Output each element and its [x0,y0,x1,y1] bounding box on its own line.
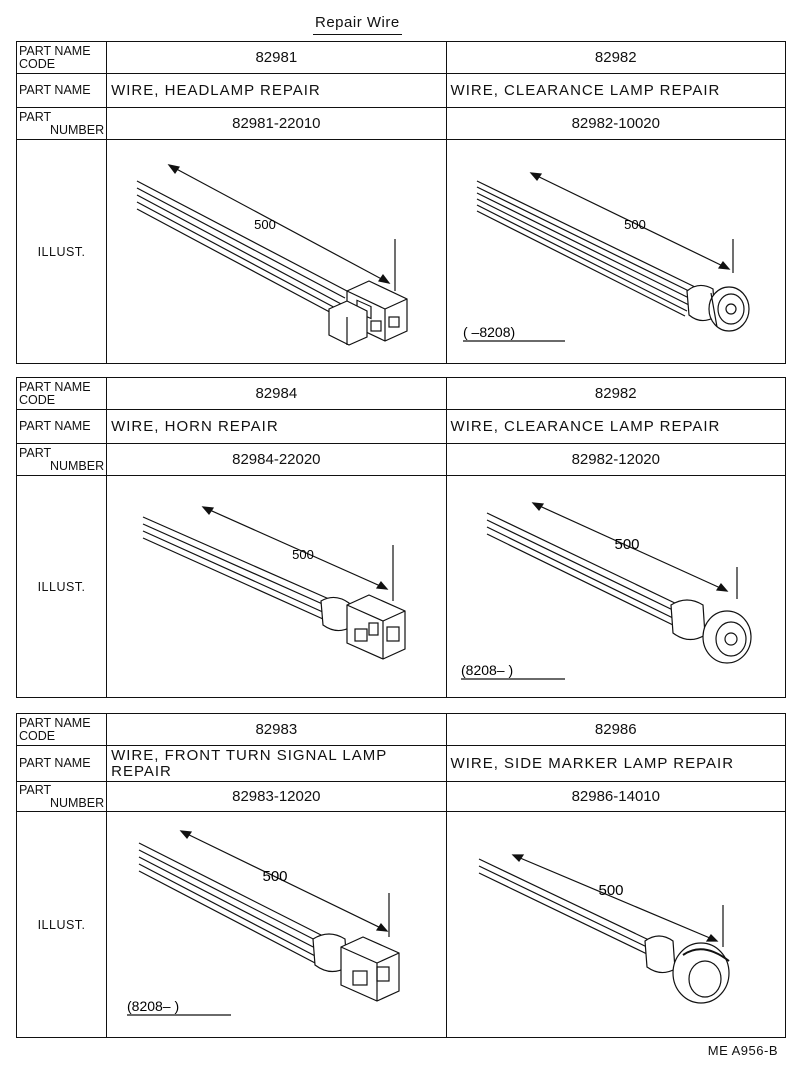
label-part-name: PART NAME [15,409,108,444]
part-code: 82982 [445,41,787,74]
dimension-line [530,171,729,270]
dimension-line [168,163,390,284]
part-number: 82982-12020 [445,443,787,476]
serial-note: (8208– ) [127,998,179,1014]
part-number: 82982-10020 [445,107,787,140]
part-code: 82986 [445,713,787,746]
dimension-label: 500 [263,868,288,885]
part-name: WIRE, HORN REPAIR [106,409,447,444]
round-socket-drawing: 500 ( –8208) [462,171,750,342]
dimension-line [532,501,727,592]
dimension-line [202,505,388,590]
part-number: 82984-22020 [106,443,447,476]
label-part-name: PART NAME [15,73,108,108]
dimension-line [512,853,717,942]
dimension-label: 500 [614,536,639,553]
turn-signal-connector-drawing: 500 (8208– ) [127,829,400,1016]
dimension-label: 500 [624,217,646,232]
serial-note: ( –8208) [463,324,515,340]
serial-note: (8208– ) [461,662,513,678]
illustration-clearance-lamp-wire: 500 (8208– ) [445,475,787,698]
dimension-label: 500 [292,547,314,562]
part-name: WIRE, CLEARANCE LAMP REPAIR [445,409,787,444]
part-code: 82984 [106,377,447,410]
dimension-label: 500 [598,882,623,899]
part-number: 82983-12020 [106,781,447,812]
label-part-name: PART NAME [15,745,108,782]
document-code: ME A956-B [707,1043,778,1058]
illustration-turn-signal-wire: 500 (8208– ) [106,811,447,1038]
illustration-horn-wire: 500 [106,475,447,698]
dimension-label: 500 [254,217,276,232]
label-illust: ILLUST. [15,139,108,364]
part-number: 82986-14010 [445,781,787,812]
part-name: WIRE, HEADLAMP REPAIR [106,73,447,108]
part-number: 82981-22010 [106,107,447,140]
illustration-headlamp-wire: 500 [106,139,447,364]
label-illust: ILLUST. [15,811,108,1038]
page-title: Repair Wire [313,14,402,35]
illustration-side-marker-wire: 500 [445,811,787,1038]
label-illust: ILLUST. [15,475,108,698]
part-name: WIRE, SIDE MARKER LAMP REPAIR [445,745,787,782]
part-code: 82981 [106,41,447,74]
part-code: 82982 [445,377,787,410]
headlamp-connector-drawing: 500 [136,163,408,346]
round-socket-drawing: 500 (8208– ) [460,501,752,680]
horn-connector-drawing: 500 [142,505,406,660]
part-code: 82983 [106,713,447,746]
illustration-clearance-lamp-wire: 500 ( –8208) [445,139,787,364]
part-name: WIRE, CLEARANCE LAMP REPAIR [445,73,787,108]
part-name: WIRE, FRONT TURN SIGNAL LAMP REPAIR [106,745,447,782]
bayonet-socket-drawing: 500 [478,853,730,1004]
dimension-line [180,829,388,932]
